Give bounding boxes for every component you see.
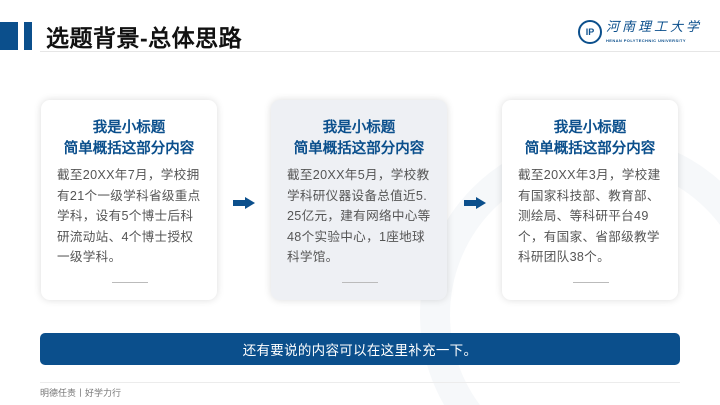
card-divider [342, 282, 378, 283]
info-card-3: 我是小标题 简单概括这部分内容 截至20XX年3月，学校建有国家科技部、教育部、… [502, 100, 678, 300]
banner-text: 还有要说的内容可以在这里补充一下。 [242, 343, 478, 358]
card-title-line1: 我是小标题 [553, 120, 627, 136]
arrow-right-icon [464, 197, 486, 209]
info-card-2: 我是小标题 简单概括这部分内容 截至20XX年5月，学校教学科研仪器设备总值近5… [271, 100, 447, 300]
footer-motto: 明德任责丨好学力行 [40, 388, 122, 398]
card-divider [573, 282, 609, 283]
university-seal-icon: IP [578, 20, 602, 44]
card-body: 截至20XX年7月，学校拥有21个一级学科省级重点学科，设有5个博士后科研流动站… [57, 168, 201, 264]
card-divider [112, 282, 148, 283]
card-title-line2: 简单概括这部分内容 [293, 141, 425, 157]
card-body: 截至20XX年5月，学校教学科研仪器设备总值近5.25亿元，建有网络中心等48个… [287, 168, 431, 264]
title-accent-block [0, 22, 18, 50]
info-card-1: 我是小标题 简单概括这部分内容 截至20XX年7月，学校拥有21个一级学科省级重… [41, 100, 217, 300]
card-title: 我是小标题 简单概括这部分内容 [502, 118, 678, 160]
page-title: 选题背景-总体思路 [46, 25, 243, 51]
arrow-right-icon [233, 197, 255, 209]
logo-name-en: HENAN POLYTECHNIC UNIVERSITY [606, 38, 686, 43]
card-title: 我是小标题 简单概括这部分内容 [41, 118, 217, 160]
footer-divider [40, 382, 680, 383]
card-title: 我是小标题 简单概括这部分内容 [271, 118, 447, 160]
university-logo: IP 河南理工大学 HENAN POLYTECHNIC UNIVERSITY [578, 20, 702, 44]
card-title-line2: 简单概括这部分内容 [524, 141, 656, 157]
title-divider [40, 51, 720, 52]
title-bar: 选题背景-总体思路 [0, 22, 243, 51]
summary-banner: 还有要说的内容可以在这里补充一下。 [40, 333, 680, 365]
logo-name-cn: 河南理工大学 [606, 20, 703, 35]
card-title-line1: 我是小标题 [322, 120, 396, 136]
logo-text: 河南理工大学 HENAN POLYTECHNIC UNIVERSITY [606, 20, 702, 43]
card-title-line2: 简单概括这部分内容 [63, 141, 195, 157]
title-accent-bar [24, 22, 32, 50]
card-body: 截至20XX年3月，学校建有国家科技部、教育部、测绘局、等科研平台49个，有国家… [518, 168, 661, 264]
card-title-line1: 我是小标题 [92, 120, 166, 136]
